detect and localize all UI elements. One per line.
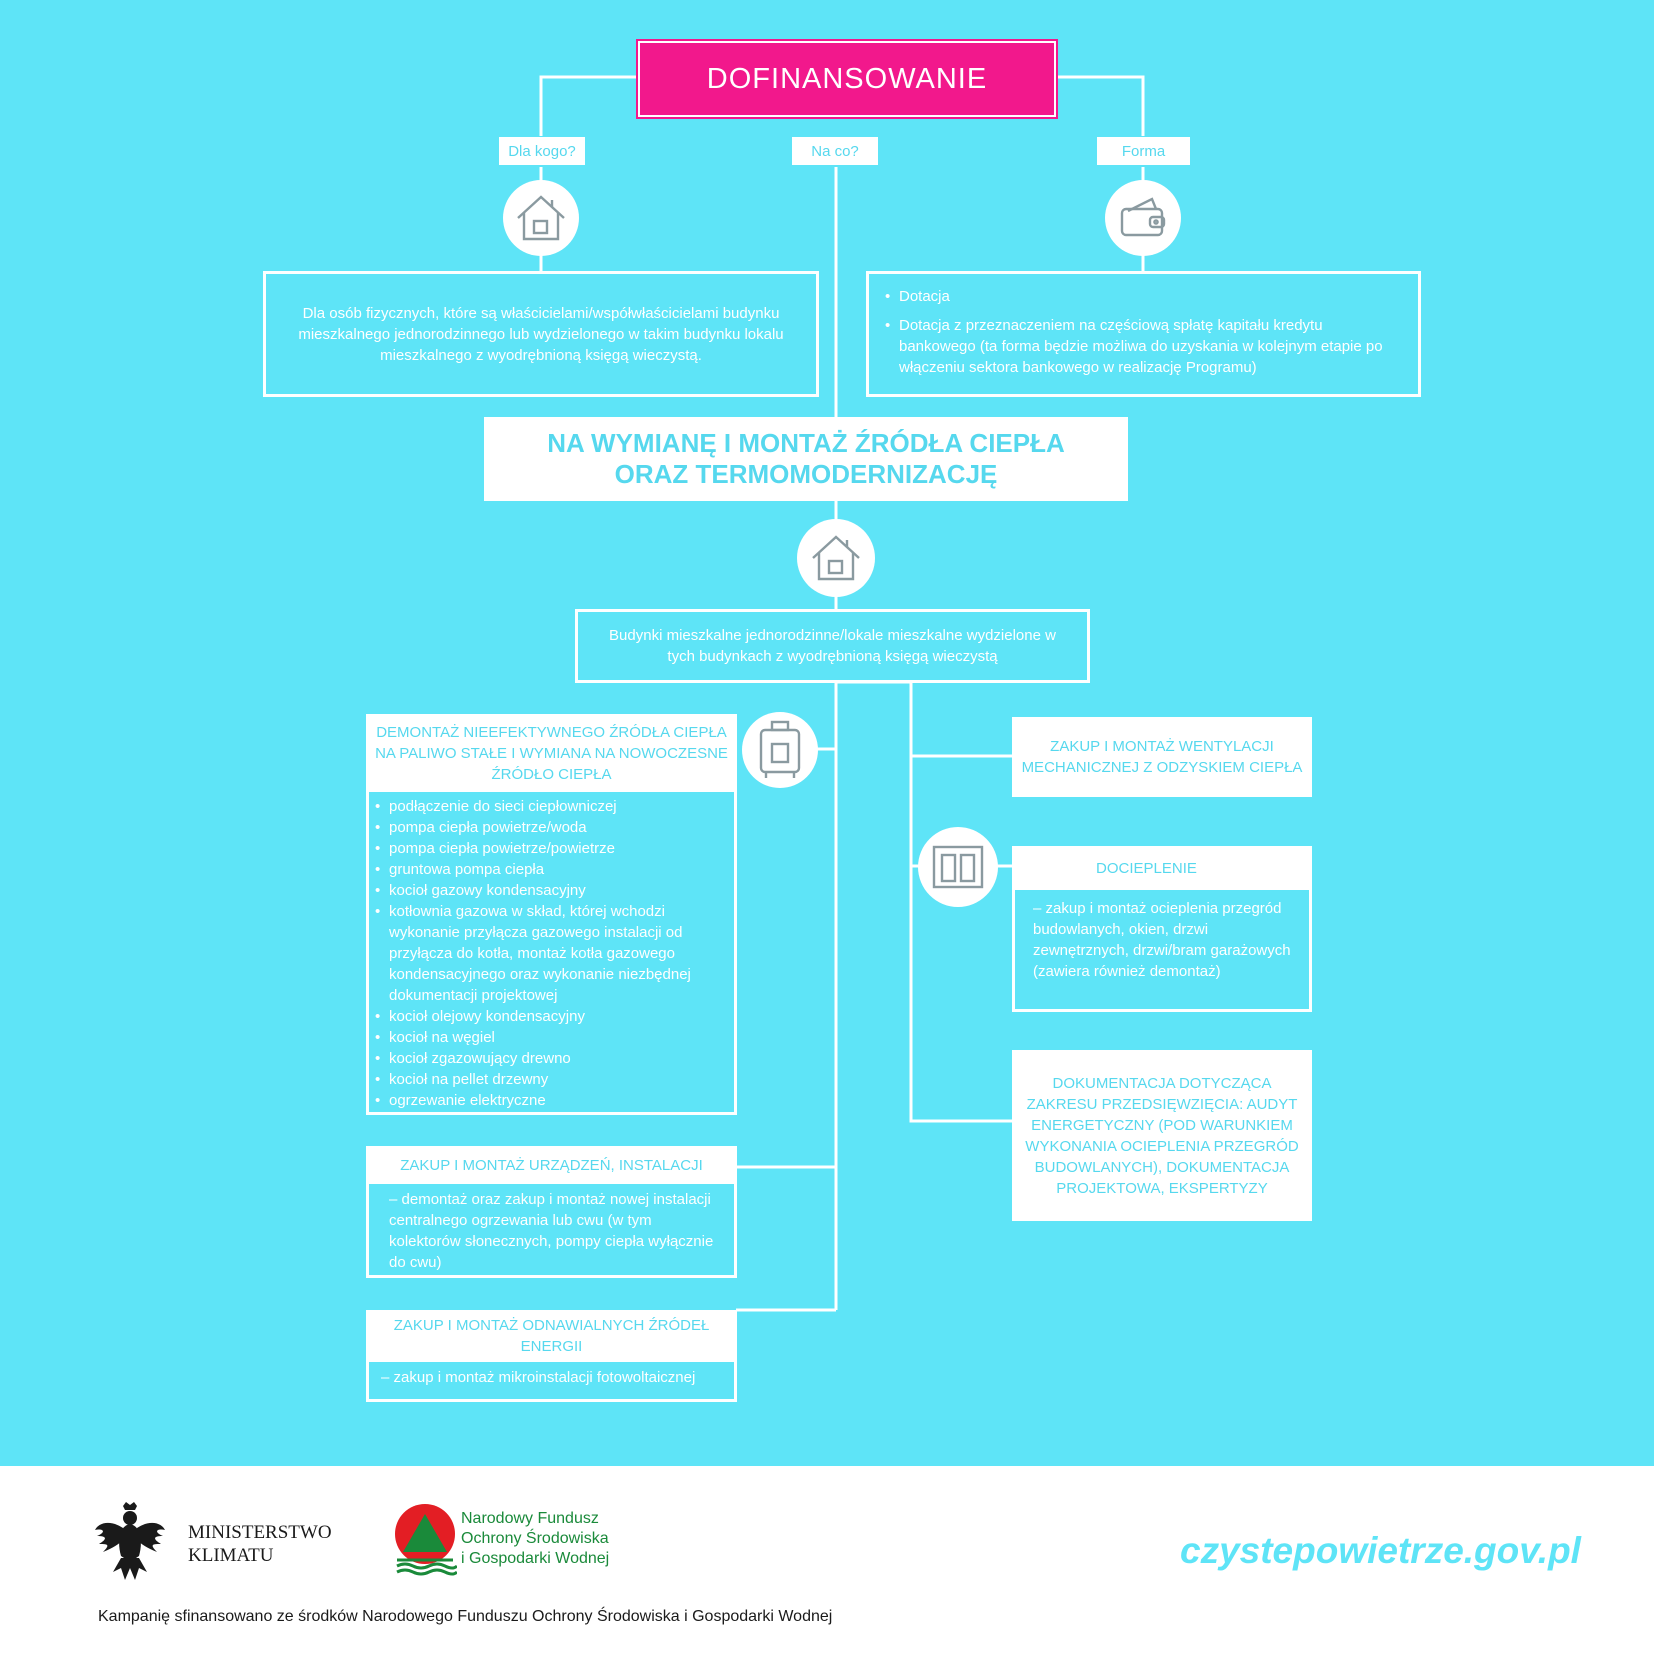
docieplenie-text: – zakup i montaż ocieplenia przegród bud… [1033, 900, 1291, 980]
demontaz-item: gruntowa pompa ciepła [371, 859, 726, 880]
form-item: Dotacja z przeznaczeniem na częściową sp… [881, 315, 1402, 378]
buildings-text: Budynki mieszkalne jednorodzinne/lokale … [609, 627, 1056, 665]
house-icon [797, 519, 875, 597]
campaign-note: Kampanię sfinansowano ze środków Narodow… [98, 1608, 833, 1625]
demontaz-item: kocioł zgazowujący drewno [371, 1048, 726, 1069]
demontaz-list: podłączenie do sieci ciepłowniczej pompa… [371, 796, 726, 1111]
ministry-line1: MINISTERSTWO [188, 1522, 332, 1543]
docieplenie-box: – zakup i montaż ocieplenia przegród bud… [1012, 888, 1312, 1012]
demontaz-item: kocioł gazowy kondensacyjny [371, 880, 726, 901]
nfosigw-logo-icon [393, 1504, 459, 1580]
nfos-line2: Ochrony Środowiska [461, 1530, 609, 1547]
connector-lines [539, 75, 1145, 1312]
nfos-line1: Narodowy Fundusz [461, 1510, 599, 1527]
website-url[interactable]: czystepowietrze.gov.pl [1180, 1530, 1581, 1571]
footer: MINISTERSTWO KLIMATU Narodowy Fundusz Oc… [0, 1466, 1654, 1654]
oze-header: ZAKUP I MONTAŻ ODNAWIALNYCH ŹRÓDEŁ ENERG… [366, 1310, 737, 1362]
wallet-icon [1105, 180, 1181, 256]
window-icon [918, 827, 998, 907]
demontaz-item: kotłownia gazowa w skład, której wchodzi… [371, 901, 726, 1006]
tag-what: Na co? [792, 137, 878, 165]
demontaz-item: ogrzewanie elektryczne [371, 1090, 726, 1111]
eagle-emblem-icon [93, 1502, 167, 1582]
form-box: Dotacja Dotacja z przeznaczeniem na częś… [866, 271, 1421, 397]
urzadzenia-box: – demontaż oraz zakup i montaż nowej ins… [366, 1182, 737, 1278]
demontaz-item: pompa ciepła powietrze/woda [371, 817, 726, 838]
tag-who: Dla kogo? [499, 137, 585, 165]
house-icon [503, 180, 579, 256]
form-item: Dotacja [881, 286, 1402, 307]
wentylacja-header: ZAKUP I MONTAŻ WENTYLACJI MECHANICZNEJ Z… [1012, 717, 1312, 797]
urzadzenia-header: ZAKUP I MONTAŻ URZĄDZEŃ, INSTALACJI [366, 1146, 737, 1184]
nfos-line3: i Gospodarki Wodnej [461, 1550, 610, 1567]
tag-form: Forma [1097, 137, 1190, 165]
main-heading-line1: NA WYMIANĘ I MONTAŻ ŹRÓDŁA CIEPŁA [547, 428, 1065, 458]
buildings-box: Budynki mieszkalne jednorodzinne/lokale … [575, 609, 1090, 683]
who-box: Dla osób fizycznych, które są właściciel… [263, 271, 819, 397]
who-text: Dla osób fizycznych, które są właściciel… [298, 304, 784, 364]
demontaz-item: pompa ciepła powietrze/powietrze [371, 838, 726, 859]
demontaz-item: kocioł na węgiel [371, 1027, 726, 1048]
demontaz-item: podłączenie do sieci ciepłowniczej [371, 796, 726, 817]
main-title-dofinansowanie: DOFINANSOWANIE [636, 39, 1058, 119]
oze-text: – zakup i montaż mikroinstalacji fotowol… [381, 1369, 696, 1386]
main-heading-line2: ORAZ TERMOMODERNIZACJĘ [614, 459, 998, 489]
form-list: Dotacja Dotacja z przeznaczeniem na częś… [881, 286, 1402, 378]
demontaz-item: kocioł olejowy kondensacyjny [371, 1006, 726, 1027]
main-heading: NA WYMIANĘ I MONTAŻ ŹRÓDŁA CIEPŁA ORAZ T… [484, 417, 1128, 501]
demontaz-item: kocioł na pellet drzewny [371, 1069, 726, 1090]
infographic-background: DOFINANSOWANIE Dla kogo? Na co? Forma Dl… [0, 0, 1654, 1466]
ministry-name: MINISTERSTWO KLIMATU [188, 1521, 332, 1567]
dokumentacja-header: DOKUMENTACJA DOTYCZĄCA ZAKRESU PRZEDSIĘW… [1012, 1050, 1312, 1221]
ministry-line2: KLIMATU [188, 1545, 274, 1566]
demontaz-box: podłączenie do sieci ciepłowniczej pompa… [366, 790, 737, 1115]
docieplenie-header: DOCIEPLENIE [1012, 846, 1312, 890]
nfos-name: Narodowy Fundusz Ochrony Środowiska i Go… [461, 1509, 609, 1569]
urzadzenia-text: – demontaż oraz zakup i montaż nowej ins… [389, 1191, 714, 1271]
boiler-icon [742, 712, 818, 788]
oze-box: – zakup i montaż mikroinstalacji fotowol… [366, 1360, 737, 1402]
demontaz-header: DEMONTAŻ NIEEFEKTYWNEGO ŹRÓDŁA CIEPŁA NA… [366, 714, 737, 792]
